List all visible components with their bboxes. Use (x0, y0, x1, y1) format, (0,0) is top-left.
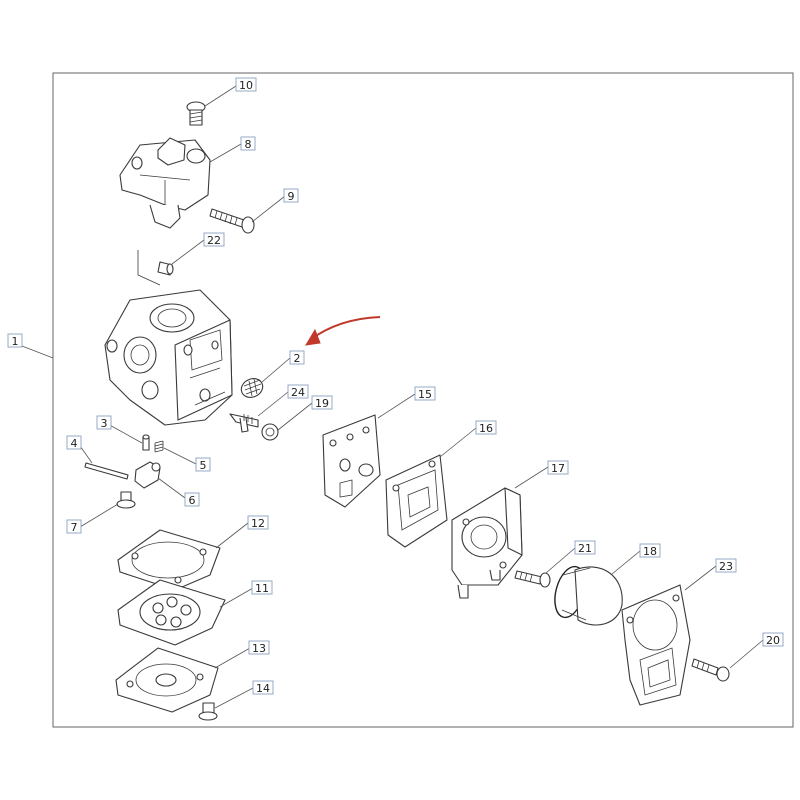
svg-text:19: 19 (315, 397, 329, 410)
label-2: 2 (289, 350, 305, 365)
label-21: 21 (574, 540, 596, 555)
highlight-arrow (305, 316, 381, 346)
svg-text:11: 11 (255, 582, 269, 595)
svg-text:9: 9 (288, 190, 295, 203)
svg-text:18: 18 (643, 545, 657, 558)
part-18-primer-bulb[interactable] (550, 563, 623, 626)
part-10-screw[interactable] (186, 101, 206, 126)
diagram-frame (52, 72, 794, 728)
svg-text:1: 1 (12, 335, 19, 348)
part-5-spring[interactable] (154, 440, 164, 453)
part-23-plate[interactable] (621, 584, 691, 706)
svg-text:8: 8 (245, 138, 252, 151)
part-15-gasket[interactable] (322, 414, 381, 508)
part-1-carburetor-body[interactable] (104, 289, 233, 426)
svg-text:17: 17 (551, 462, 565, 475)
svg-text:21: 21 (578, 542, 592, 555)
svg-text:24: 24 (291, 386, 305, 399)
label-18: 18 (639, 543, 661, 558)
label-15: 15 (414, 386, 436, 401)
label-14: 14 (252, 680, 274, 695)
part-17-pump-body[interactable] (451, 487, 523, 599)
part-8-cover[interactable] (119, 137, 211, 229)
label-11: 11 (251, 580, 273, 595)
part-6-lever[interactable] (134, 461, 161, 489)
svg-text:6: 6 (189, 494, 196, 507)
leader-lines (21, 85, 764, 709)
label-8: 8 (240, 136, 256, 151)
part-19-plug[interactable] (261, 423, 279, 441)
label-24: 24 (287, 384, 309, 399)
part-14-screw[interactable] (198, 702, 218, 721)
label-12: 12 (247, 515, 269, 530)
svg-text:22: 22 (207, 234, 221, 247)
part-2-screen[interactable] (238, 375, 266, 401)
part-20-screw[interactable] (691, 658, 730, 682)
part-4-shaft[interactable] (84, 462, 129, 480)
part-24-needle[interactable] (229, 413, 259, 433)
label-7: 7 (66, 519, 82, 534)
label-17: 17 (547, 460, 569, 475)
part-22-pin[interactable] (137, 250, 174, 286)
svg-text:2: 2 (294, 352, 301, 365)
svg-text:3: 3 (101, 417, 108, 430)
label-19: 19 (311, 395, 333, 410)
svg-text:4: 4 (71, 437, 78, 450)
label-1: 1 (7, 333, 23, 348)
svg-text:13: 13 (252, 642, 266, 655)
svg-text:20: 20 (766, 634, 780, 647)
part-9-screw[interactable] (209, 208, 255, 234)
part-13-cover[interactable] (115, 647, 219, 713)
label-4: 4 (66, 435, 82, 450)
svg-text:5: 5 (200, 459, 207, 472)
svg-text:10: 10 (239, 79, 253, 92)
label-22: 22 (203, 232, 225, 247)
svg-text:15: 15 (418, 388, 432, 401)
svg-text:7: 7 (71, 521, 78, 534)
label-13: 13 (248, 640, 270, 655)
label-10: 10 (235, 77, 257, 92)
label-16: 16 (475, 420, 497, 435)
part-12-gasket[interactable] (117, 529, 221, 591)
svg-text:16: 16 (479, 422, 493, 435)
svg-text:23: 23 (719, 560, 733, 573)
label-23: 23 (715, 558, 737, 573)
svg-text:12: 12 (251, 517, 265, 530)
svg-text:14: 14 (256, 682, 270, 695)
part-21-screw[interactable] (514, 570, 551, 588)
part-3-pin[interactable] (142, 434, 150, 451)
label-9: 9 (283, 188, 299, 203)
part-11-diaphragm[interactable] (117, 579, 226, 646)
label-5: 5 (195, 457, 211, 472)
label-6: 6 (184, 492, 200, 507)
label-20: 20 (762, 632, 784, 647)
label-3: 3 (96, 415, 112, 430)
part-16-gasket[interactable] (385, 454, 448, 548)
part-7-screw[interactable] (116, 491, 136, 509)
